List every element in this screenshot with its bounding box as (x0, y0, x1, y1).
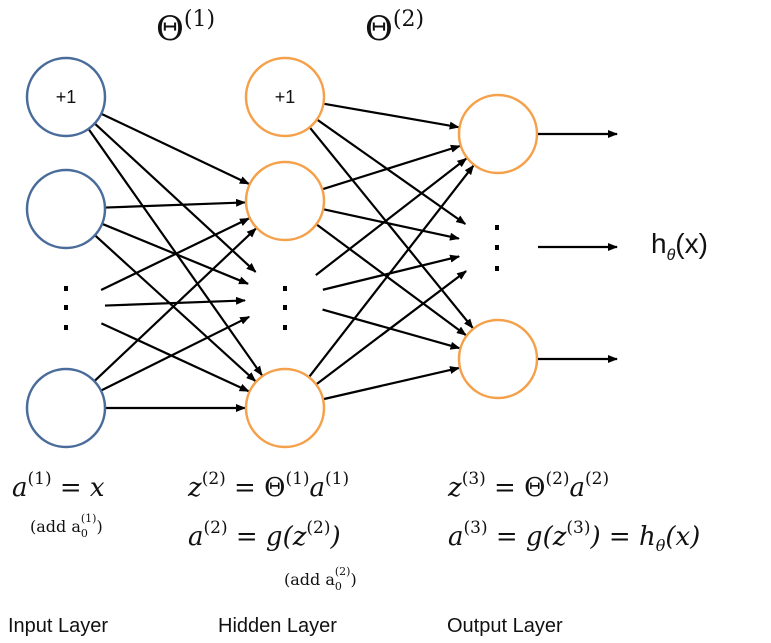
edge-input-hidden (100, 322, 250, 393)
hidden-node (244, 367, 326, 449)
input-node (25, 367, 107, 449)
hidden-ellipsis (283, 286, 287, 330)
edge-input-hidden (100, 112, 250, 185)
connection-edges (87, 102, 475, 412)
output-equation-a: a(3) = g(z(3)) = hθ(x) (448, 518, 700, 555)
input-equation: a(1) = x (12, 469, 105, 503)
edge-input-hidden (94, 234, 257, 382)
bias-unit-label: +1 (56, 87, 77, 107)
hidden-equation-z: z(2) = Θ(1)a(1) (187, 469, 349, 503)
bias-unit-label: +1 (275, 87, 296, 107)
edge-hidden-output (308, 164, 475, 378)
edge-hidden-output (315, 270, 467, 386)
hidden-equation-a: a(2) = g(z(2)) (188, 518, 341, 552)
edge-input-hidden (93, 122, 257, 273)
output-layer-label: Output Layer (447, 615, 563, 637)
edge-input-hidden (104, 198, 247, 209)
input-bias-node (25, 56, 107, 138)
edge-hidden-output (315, 223, 467, 337)
edge-input-hidden (104, 296, 247, 307)
output-arrows (538, 130, 618, 363)
hidden-bias-node (244, 56, 326, 138)
edge-input-hidden (100, 217, 250, 291)
hidden-add-bias-note: (add a0(2)) (284, 565, 357, 593)
output-ellipsis (495, 225, 499, 271)
theta-1-label: Θ(1) (156, 7, 215, 49)
input-layer-label: Input Layer (8, 615, 108, 637)
edge-hidden-output (322, 366, 460, 401)
output-node (457, 93, 539, 175)
input-node (25, 168, 107, 250)
input-ellipsis (64, 286, 68, 330)
edge-hidden-output (323, 102, 460, 130)
input-add-bias-note: (add a0(1)) (30, 512, 103, 540)
edge-input-hidden (93, 227, 257, 383)
edge-input-hidden (87, 128, 263, 377)
hidden-layer-label: Hidden Layer (218, 615, 337, 637)
network-nodes: +1 +1 (25, 56, 539, 449)
hidden-node (244, 160, 326, 242)
theta-2-label: Θ(2) (365, 7, 424, 49)
edge-hidden-output (315, 157, 468, 276)
edge-hidden-output (308, 126, 474, 329)
edge-hidden-output (321, 144, 461, 191)
edge-hidden-output (322, 208, 460, 241)
output-node (457, 318, 539, 400)
hypothesis-label: hθ(x) (651, 228, 708, 264)
edge-input-hidden (100, 315, 251, 392)
edge-hidden-output (316, 118, 467, 225)
output-equation-z: z(3) = Θ(2)a(2) (447, 469, 609, 503)
